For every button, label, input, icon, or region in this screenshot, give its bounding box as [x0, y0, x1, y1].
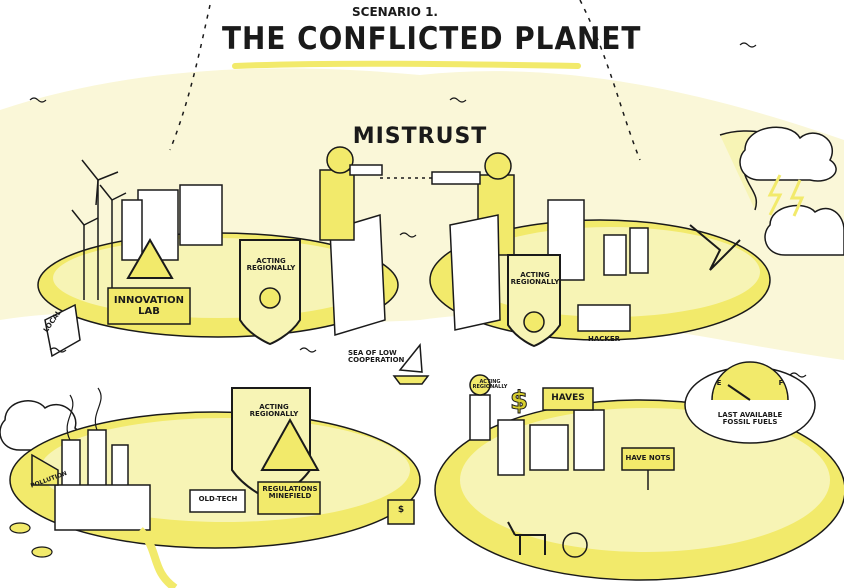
- wind-turbines: [71, 159, 127, 300]
- knight-center: [469, 394, 491, 441]
- haves-box: [542, 387, 594, 411]
- factory: [54, 429, 151, 531]
- knight-center-head: [469, 374, 491, 396]
- acting-regionally-label-4: ACTING REGIONALLY: [249, 403, 299, 419]
- haves-buildings: [497, 409, 605, 476]
- title-underline: [232, 60, 581, 69]
- figure-1-body: [319, 169, 355, 241]
- gauge-empty-label: E: [716, 379, 722, 387]
- haves-label: HAVES: [551, 393, 585, 403]
- buildings-top-right: [547, 199, 649, 281]
- shield-2: [507, 254, 561, 348]
- waves: [29, 42, 807, 378]
- money-bag-dollar: $: [397, 505, 405, 515]
- pollution-sign: [31, 453, 59, 486]
- sailboat-hull: [392, 375, 430, 385]
- pollution-stream: [137, 527, 178, 588]
- smoke: [66, 387, 102, 441]
- regulations-box: [257, 481, 321, 515]
- fish-2: [31, 546, 53, 558]
- dotted-line-left: [169, 4, 211, 151]
- lightning-1: [767, 174, 783, 216]
- innovation-lab-label: INNOVATION LAB: [113, 295, 185, 317]
- horse: [507, 521, 546, 555]
- boat-local: [44, 303, 81, 358]
- sea-label: SEA OF LOW COOPERATION: [348, 349, 405, 365]
- figure-2-head: [484, 152, 512, 180]
- binoculars-2: [431, 171, 481, 185]
- fossil-fuels-label: LAST AVAILABLE FOSSIL FUELS: [717, 411, 783, 427]
- cloud-top-right: [739, 126, 837, 182]
- buildings-top-left: [121, 184, 223, 261]
- innovation-lab-box: [107, 287, 191, 325]
- page-title: THE CONFLICTED PLANET: [222, 21, 642, 57]
- mistrust-label: MISTRUST: [352, 124, 488, 149]
- cloud-right: [764, 204, 844, 256]
- hacker-desk: [577, 304, 631, 332]
- wall-1: [329, 214, 386, 336]
- dotted-line-right: [579, 0, 641, 161]
- fuel-gauge: [711, 361, 789, 401]
- scenario-subtitle: SCENARIO 1.: [352, 5, 438, 19]
- figure-1-head: [326, 146, 354, 174]
- regulations-label: REGULATIONS MINEFIELD: [262, 485, 318, 501]
- cart-wheel: [562, 532, 588, 558]
- shield-2-emblem: [523, 311, 545, 333]
- fuel-needle: [727, 384, 751, 401]
- lightning-2: [789, 179, 805, 217]
- old-tech-label: OLD-TECH: [198, 495, 238, 503]
- warning-sign-2: [260, 417, 320, 471]
- wall-2: [449, 214, 501, 331]
- fish-1: [9, 522, 31, 534]
- acting-regionally-label-2: ACTING REGIONALLY: [510, 271, 560, 287]
- have-nots-label: HAVE NOTS: [625, 454, 671, 462]
- acting-regionally-label-1: ACTING REGIONALLY: [246, 257, 296, 273]
- hacker-label: HACKER: [587, 335, 620, 343]
- warning-sign-1: [126, 238, 174, 279]
- drowning-figure: [689, 224, 741, 271]
- gauge-full-label: F: [778, 379, 784, 387]
- binoculars-1: [349, 164, 383, 176]
- old-tech-desk: [189, 489, 246, 513]
- acting-regionally-label-3: ACTING REGIONALLY: [472, 379, 508, 391]
- money-bag: [387, 499, 415, 525]
- shield-1-emblem: [259, 287, 281, 309]
- dollar-sign-icon: $: [509, 386, 529, 416]
- sailboat: [398, 343, 423, 373]
